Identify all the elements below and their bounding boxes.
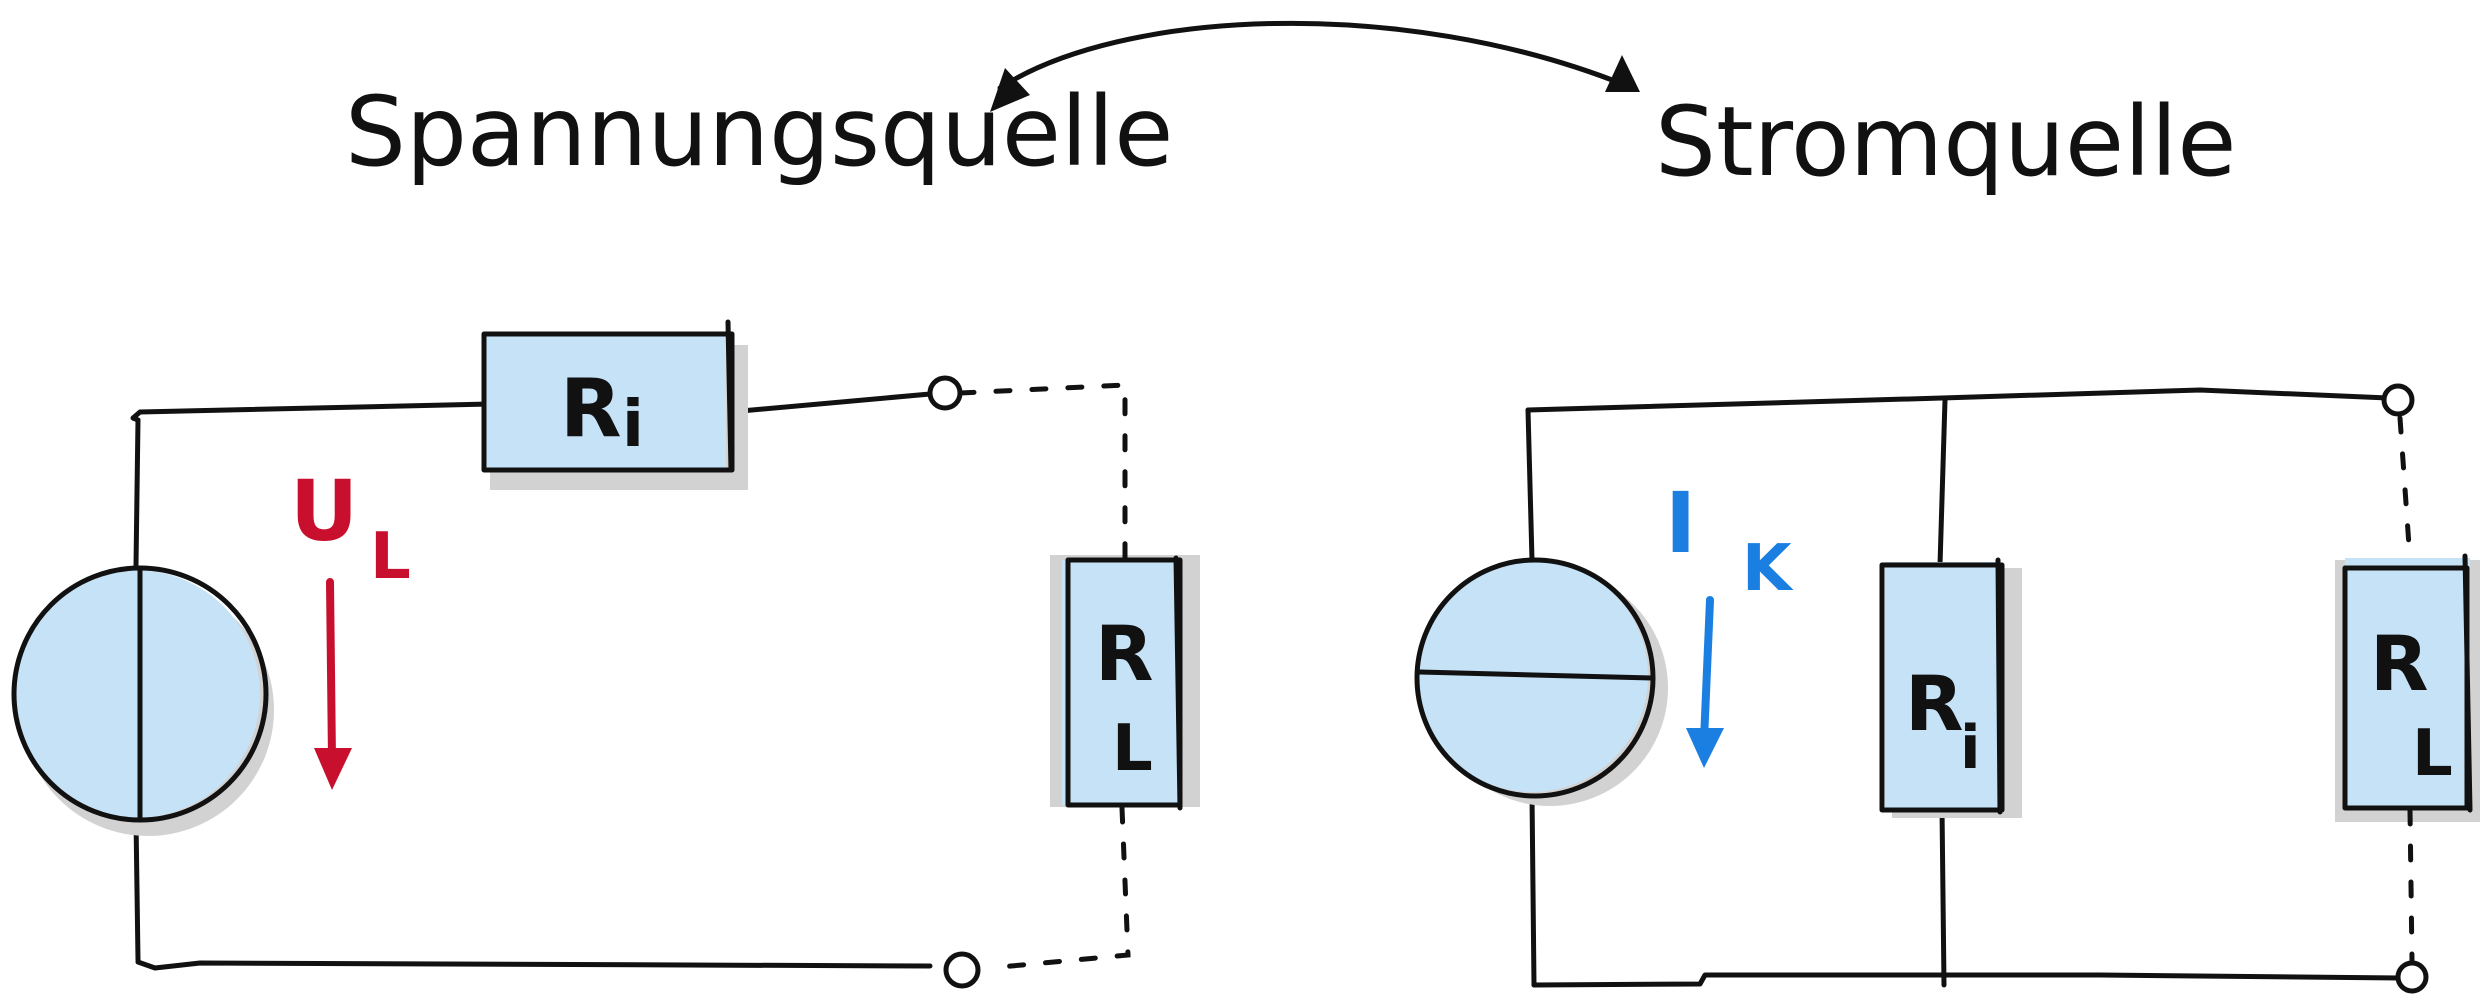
wire-left-vertical [133, 417, 141, 963]
current-label-sub: K [1742, 532, 1794, 606]
resistor-ri-left: R i [481, 319, 748, 490]
wire-right-middle-vertical [1937, 397, 1948, 988]
current-label-main: I [1665, 474, 1696, 572]
resistor-rl-right: R L [2335, 553, 2480, 822]
resistor-rl-right-main: R [2370, 619, 2429, 708]
current-label-ik: I K [1665, 474, 1794, 606]
dashed-lead-right-bottom [2407, 807, 2415, 963]
wire-right-left-vertical [1525, 407, 1537, 988]
voltage-label-sub: L [370, 520, 411, 594]
resistor-ri-left-sub: i [622, 388, 644, 462]
voltage-source-title: Spannungsquelle [345, 76, 1173, 188]
resistor-rl-left-sub: L [1112, 712, 1153, 786]
voltage-label-main: U [290, 462, 358, 560]
voltage-source-circuit: R i R L U L [11, 319, 1200, 989]
resistor-ri-left-main: R [560, 362, 622, 455]
voltage-source-icon [11, 565, 274, 836]
resistor-rl-right-sub: L [2412, 717, 2453, 791]
voltage-label-ul: U L [290, 462, 411, 594]
dashed-lead-right-top [2397, 415, 2413, 563]
current-source-title: Stromquelle [1655, 86, 2236, 198]
dashed-lead-left-bottom [987, 805, 1131, 971]
resistor-rl-left-main: R [1095, 609, 1154, 698]
wire-ri-to-terminal [727, 391, 933, 415]
terminal-left-top [927, 375, 963, 411]
resistor-ri-right: R i [1879, 557, 2022, 818]
terminal-left-bottom [943, 951, 981, 989]
terminal-right-bottom [2395, 960, 2429, 994]
current-source-circuit: R i R L I K [1414, 383, 2480, 994]
double-headed-arrow-icon [990, 20, 1640, 112]
wire-right-bottom [1531, 972, 2403, 988]
wire-left-bottom [135, 959, 933, 971]
wire-right-top [1525, 387, 2391, 413]
wire-left-top [130, 401, 493, 423]
current-arrow-icon [1686, 596, 1724, 768]
terminal-right-top [2381, 383, 2415, 417]
current-source-icon [1414, 557, 1668, 806]
dashed-lead-left-top [957, 382, 1128, 563]
resistor-ri-right-sub: i [1960, 713, 1981, 783]
resistor-rl-left: R L [1050, 555, 1200, 811]
voltage-arrow-icon [314, 578, 352, 790]
resistor-ri-right-main: R [1905, 659, 1964, 748]
